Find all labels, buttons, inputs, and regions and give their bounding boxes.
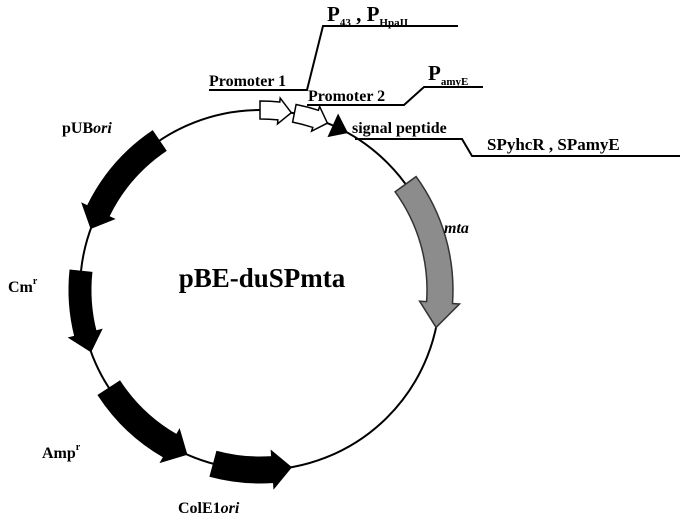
- cm-label: Cmr: [8, 276, 38, 296]
- promoter-1-label: Promoter 1: [209, 73, 286, 90]
- cole1-ori-label: ColE1ori: [178, 500, 240, 517]
- promoter-1-options: P43 , PHpaII: [327, 2, 408, 29]
- cole1-ori-arrow: [209, 449, 293, 490]
- signal-peptide-label: signal peptide: [352, 120, 447, 137]
- signal-peptide-options: SPyhcR , SPamyE: [487, 135, 620, 154]
- pub-ori-arrow: [81, 130, 167, 230]
- plasmid-name: pBE-duSPmta: [179, 263, 346, 293]
- mta-gene-arrow: [394, 175, 462, 329]
- signal-peptide-arrow: [327, 113, 349, 138]
- promoter-2-leader: [307, 86, 483, 106]
- promoter-1-arrow: [259, 96, 293, 126]
- signal-peptide-leader: [355, 138, 680, 157]
- pub-ori-label: pUBori: [62, 120, 112, 137]
- promoter-2-options: PamyE: [428, 61, 468, 88]
- promoter-2-label: Promoter 2: [308, 88, 385, 105]
- amp-resistance-arrow: [97, 380, 188, 464]
- mta-label: mta: [444, 220, 469, 237]
- amp-label: Ampr: [42, 442, 81, 462]
- promoter-2-arrow: [291, 103, 329, 133]
- cm-resistance-arrow: [67, 269, 103, 353]
- promoter-1-leader: [209, 25, 458, 91]
